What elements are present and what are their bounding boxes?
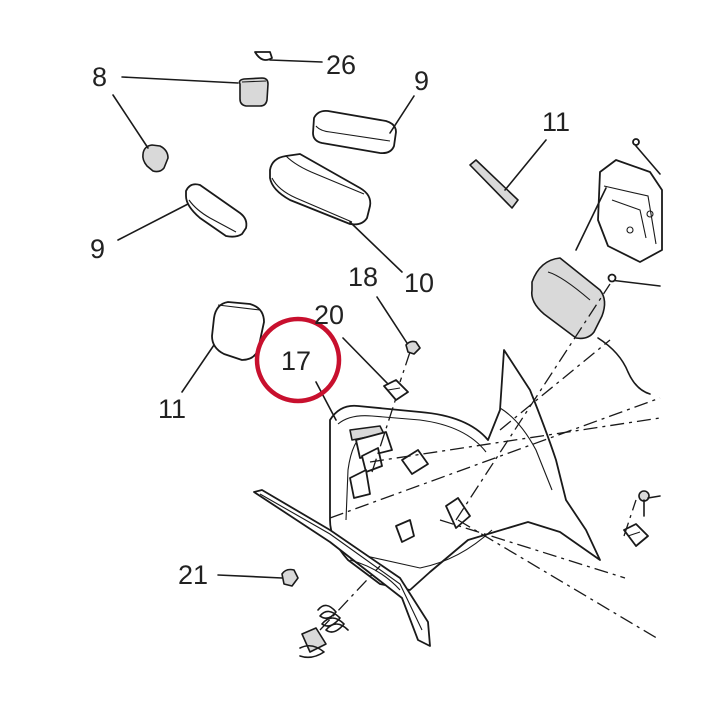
leader-10 xyxy=(349,221,403,273)
callout-11-top: 11 xyxy=(542,107,570,137)
callout-11-left: 11 xyxy=(158,394,186,424)
callout-21: 21 xyxy=(178,560,208,590)
leader-8-b xyxy=(112,94,149,149)
leader-17 xyxy=(315,381,337,421)
part-26-clip xyxy=(254,51,323,63)
callout-8: 8 xyxy=(92,62,107,92)
leader-11-top xyxy=(504,139,547,191)
part-8-cap-upper xyxy=(238,77,269,107)
leader-21 xyxy=(217,574,283,579)
alignment-lines xyxy=(319,283,661,641)
part-10-pad-large xyxy=(269,153,372,226)
part-9-pad-upper xyxy=(312,109,397,155)
right-fasteners xyxy=(623,490,661,547)
part-8-cap-lower xyxy=(142,144,169,173)
part-17-main-panel xyxy=(329,349,601,591)
callout-9-left: 9 xyxy=(90,234,105,264)
spring-assembly xyxy=(299,604,349,659)
part-21-screw xyxy=(281,568,299,587)
leader-9-top xyxy=(389,95,415,134)
leader-20 xyxy=(342,337,389,385)
callout-20: 20 xyxy=(314,300,344,330)
highlight-circle xyxy=(254,316,342,404)
callout-26: 26 xyxy=(326,50,356,80)
part-18-screw xyxy=(405,340,421,355)
callout-10: 10 xyxy=(404,268,434,298)
part-9-pad-left xyxy=(185,183,248,238)
callout-9-top: 9 xyxy=(414,66,429,96)
callout-18: 18 xyxy=(348,262,378,292)
leader-18 xyxy=(376,296,408,344)
part-11-strip-upper xyxy=(469,159,519,209)
leader-11-left xyxy=(181,344,215,393)
leader-8-a xyxy=(121,76,239,84)
module-bracket-assembly xyxy=(530,138,663,395)
leader-9-left xyxy=(117,203,189,241)
callout-17: 17 xyxy=(281,346,311,376)
lower-trim-strip xyxy=(253,489,431,647)
part-20-clip-nut xyxy=(383,379,409,401)
